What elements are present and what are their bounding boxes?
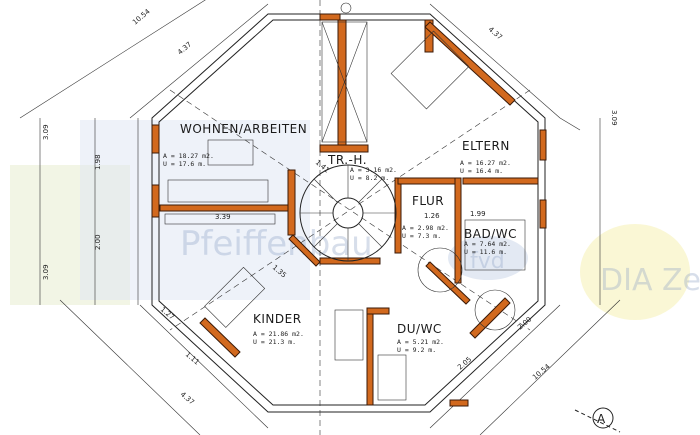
- room-bad-wc: BAD/WC A = 7.64 m2. U = 11.6 m.: [464, 227, 517, 256]
- svg-text:3.09: 3.09: [42, 124, 50, 140]
- svg-text:4.37: 4.37: [487, 25, 504, 41]
- room-treppenhaus: TR.-H. A = 3.16 m2. U = 8.2 m.: [327, 153, 397, 182]
- svg-text:U = 8.2 m.: U = 8.2 m.: [350, 174, 389, 182]
- svg-text:3.09: 3.09: [610, 110, 618, 126]
- svg-text:2.00: 2.00: [94, 234, 102, 250]
- svg-text:U = 11.6 m.: U = 11.6 m.: [464, 248, 507, 256]
- svg-text:A = 3.16 m2.: A = 3.16 m2.: [350, 166, 397, 174]
- svg-text:U = 9.2 m.: U = 9.2 m.: [397, 346, 436, 354]
- svg-text:1.11: 1.11: [184, 350, 201, 366]
- svg-text:FLUR: FLUR: [412, 194, 444, 208]
- axis-lines: [169, 0, 531, 435]
- furniture: [164, 2, 526, 401]
- room-kinder: KINDER A = 21.86 m2. U = 21.3 m.: [253, 312, 304, 346]
- room-flur: FLUR 1.26 A = 2.98 m2. U = 7.3 m.: [402, 194, 449, 240]
- svg-text:A = 2.98 m2.: A = 2.98 m2.: [402, 224, 449, 232]
- svg-text:1.99: 1.99: [470, 210, 486, 218]
- svg-text:U = 21.3 m.: U = 21.3 m.: [253, 338, 296, 346]
- svg-text:A = 5.21 m2.: A = 5.21 m2.: [397, 338, 444, 346]
- watermark-text: Pfeiffenbau: [180, 224, 373, 264]
- svg-text:U = 17.6 m.: U = 17.6 m.: [163, 160, 206, 168]
- svg-text:KINDER: KINDER: [253, 312, 302, 326]
- svg-text:U = 7.3 m.: U = 7.3 m.: [402, 232, 441, 240]
- svg-text:1.26: 1.26: [424, 212, 440, 220]
- outer-wall-outline: [151, 13, 546, 413]
- svg-text:A = 16.27 m2.: A = 16.27 m2.: [460, 159, 511, 167]
- room-wohnen: WOHNEN/ARBEITEN A = 18.27 m2. U = 17.6 m…: [163, 122, 307, 168]
- walls: [151, 13, 547, 407]
- svg-text:DU/WC: DU/WC: [397, 322, 442, 336]
- svg-text:A: A: [597, 412, 606, 426]
- svg-text:1.98: 1.98: [94, 154, 102, 170]
- svg-text:U = 16.4 m.: U = 16.4 m.: [460, 167, 503, 175]
- svg-text:4.37: 4.37: [176, 40, 193, 56]
- svg-text:10.54: 10.54: [131, 7, 152, 26]
- svg-text:WOHNEN/ARBEITEN: WOHNEN/ARBEITEN: [180, 122, 307, 136]
- room-eltern: ELTERN A = 16.27 m2. U = 16.4 m.: [460, 139, 511, 175]
- svg-text:BAD/WC: BAD/WC: [464, 227, 517, 241]
- spiral-staircase: [299, 21, 397, 262]
- svg-text:ELTERN: ELTERN: [462, 139, 510, 153]
- svg-text:A = 7.64 m2.: A = 7.64 m2.: [464, 240, 511, 248]
- svg-text:TR.-H.: TR.-H.: [327, 153, 367, 167]
- svg-text:10.54: 10.54: [531, 362, 552, 381]
- svg-text:3.39: 3.39: [215, 213, 231, 221]
- svg-text:3.09: 3.09: [42, 264, 50, 280]
- dimension-lines: [19, 0, 621, 435]
- section-marker: A: [574, 407, 621, 433]
- svg-text:4.37: 4.37: [179, 390, 196, 406]
- watermark-zert: DIA Zert: [600, 263, 700, 298]
- svg-text:A = 18.27 m2.: A = 18.27 m2.: [163, 152, 214, 160]
- svg-text:A = 21.86 m2.: A = 21.86 m2.: [253, 330, 304, 338]
- room-du-wc: DU/WC A = 5.21 m2. U = 9.2 m.: [397, 322, 444, 354]
